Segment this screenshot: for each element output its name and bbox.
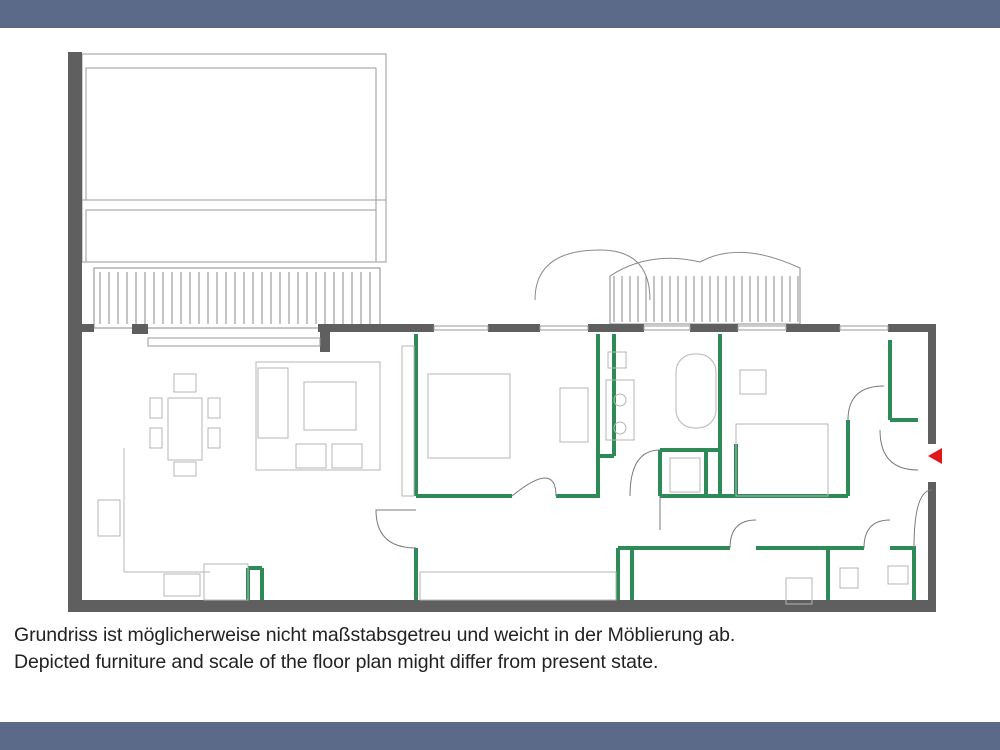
interior-partitions	[246, 334, 918, 600]
outer-walls	[68, 52, 936, 612]
balcony-right	[534, 249, 801, 325]
door-swings	[375, 385, 933, 549]
balcony-railing-left	[93, 267, 381, 329]
windows	[147, 325, 889, 347]
disclaimer-caption: Grundriss ist möglicherweise nicht maßst…	[14, 622, 994, 676]
disclaimer-english: Depicted furniture and scale of the floo…	[14, 651, 659, 673]
railing-hatch-left	[99, 272, 371, 324]
entry-marker-icon	[928, 448, 942, 464]
floor-plan	[68, 52, 936, 612]
disclaimer-german: Grundriss ist möglicherweise nicht maßst…	[14, 624, 736, 646]
top-banner	[0, 0, 1000, 28]
furniture	[97, 345, 909, 605]
railing-hatch-right	[613, 276, 799, 322]
bottom-banner	[0, 722, 1000, 750]
terrace-area	[81, 53, 387, 263]
